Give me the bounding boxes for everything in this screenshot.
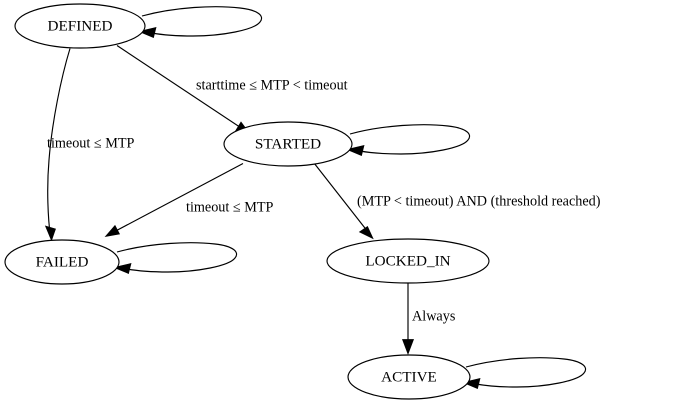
edge-defined-self-loop[interactable] (137, 6, 263, 38)
edge-defined-to-failed-arrowhead (44, 225, 56, 242)
edge-defined-to-failed[interactable]: timeout ≤ MTP (44, 48, 135, 242)
node-active[interactable]: ACTIVE (347, 354, 471, 400)
edge-started-self-loop-path (349, 124, 471, 155)
node-failed-label: FAILED (36, 253, 89, 270)
node-failed-shape (4, 239, 120, 285)
node-failed[interactable]: FAILED (4, 239, 120, 285)
edge-started-self-loop-arrowhead (345, 145, 365, 156)
node-active-shape (347, 354, 471, 400)
edge-label-started-to-locked-in: (MTP < timeout) AND (threshold reached) (357, 193, 601, 209)
edge-active-self-loop[interactable] (461, 357, 587, 389)
edge-label-locked-in-to-active: Always (412, 308, 456, 324)
edge-active-self-loop-arrowhead (461, 378, 481, 389)
edge-defined-to-failed-path (47, 48, 71, 238)
node-started-shape (223, 121, 353, 167)
edge-failed-self-loop[interactable] (112, 242, 238, 274)
edge-label-defined-to-started: starttime ≤ MTP < timeout (196, 77, 348, 93)
edge-started-to-locked-in-arrowhead (358, 225, 374, 240)
edge-defined-to-started[interactable]: starttime ≤ MTP < timeout (116, 45, 348, 134)
node-locked-in-label: LOCKED_IN (365, 252, 450, 269)
edge-started-to-failed-path (109, 162, 244, 235)
edge-started-to-locked-in[interactable]: (MTP < timeout) AND (threshold reached) (313, 162, 601, 240)
node-started[interactable]: STARTED (223, 121, 353, 167)
edge-locked-in-to-active-arrowhead (401, 339, 415, 355)
edge-started-self-loop[interactable] (345, 124, 471, 156)
edge-defined-self-loop-arrowhead (137, 27, 157, 38)
edge-started-to-failed-arrowhead (104, 224, 121, 238)
edge-active-self-loop-path (465, 357, 587, 388)
node-locked-in-shape (326, 238, 490, 284)
edge-started-to-locked-in-path (313, 162, 371, 235)
edge-started-to-failed[interactable]: timeout ≤ MTP (104, 162, 274, 238)
edge-locked-in-to-active[interactable]: Always (401, 283, 456, 355)
node-active-label: ACTIVE (381, 368, 437, 385)
edge-failed-self-loop-path (116, 242, 238, 273)
edge-label-defined-to-failed: timeout ≤ MTP (47, 135, 135, 151)
node-defined-label: DEFINED (48, 17, 113, 34)
edge-defined-to-started-path (116, 45, 246, 131)
node-locked-in[interactable]: LOCKED_IN (326, 238, 490, 284)
node-defined-shape (14, 3, 146, 49)
node-defined[interactable]: DEFINED (14, 3, 146, 49)
edge-defined-self-loop-path (141, 6, 263, 37)
node-started-label: STARTED (255, 135, 321, 152)
edge-label-started-to-failed: timeout ≤ MTP (186, 199, 274, 215)
edge-failed-self-loop-arrowhead (112, 263, 132, 274)
